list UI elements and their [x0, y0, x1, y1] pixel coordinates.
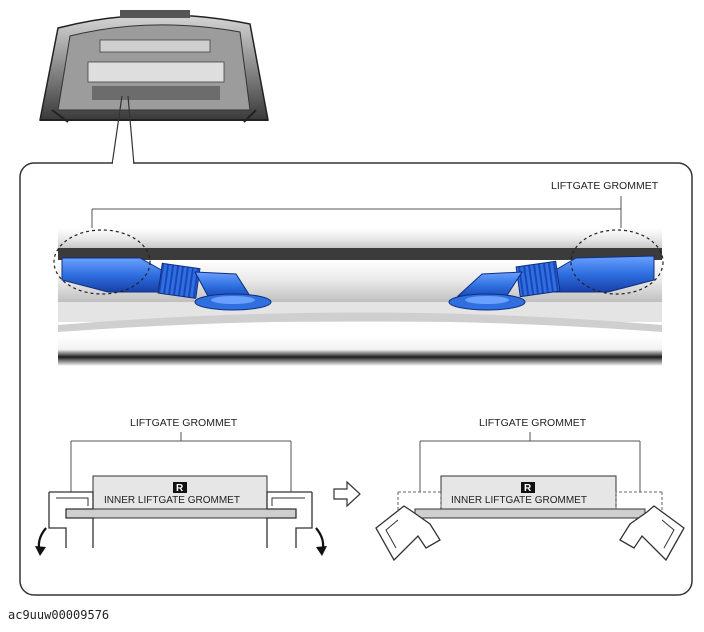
callout-leader	[111, 95, 135, 166]
right-liftgate-grommet	[448, 255, 655, 311]
inner-liftgate-grommet-label-right: INNER LIFTGATE GROMMET	[451, 495, 587, 506]
car-thumbnail	[39, 10, 269, 123]
svg-text:R: R	[524, 483, 532, 494]
detail-panel	[19, 162, 693, 596]
r-badge-right	[521, 482, 535, 493]
svg-text:R: R	[176, 483, 184, 494]
liftgate-cross-section	[53, 228, 664, 366]
left-liftgate-grommet	[61, 257, 272, 311]
schematic-after: LIFTGATE GROMMET R INNER LIFTGATE GROMME…	[375, 417, 685, 562]
right-highlight-ellipse	[570, 229, 664, 295]
next-step-arrow-icon	[333, 480, 361, 508]
r-badge-left	[173, 482, 187, 493]
inner-liftgate-grommet-label-left: INNER LIFTGATE GROMMET	[104, 495, 240, 506]
right-liftgate-grommet-label: LIFTGATE GROMMET	[479, 417, 587, 429]
left-highlight-ellipse	[53, 229, 151, 295]
left-liftgate-grommet-label: LIFTGATE GROMMET	[130, 417, 238, 429]
figure-id: ac9uuw00009576	[8, 608, 110, 622]
schematic-before: LIFTGATE GROMMET R INNER LIFTGATE GROMME…	[35, 417, 327, 556]
top-liftgate-grommet-label: LIFTGATE GROMMET	[551, 180, 659, 192]
